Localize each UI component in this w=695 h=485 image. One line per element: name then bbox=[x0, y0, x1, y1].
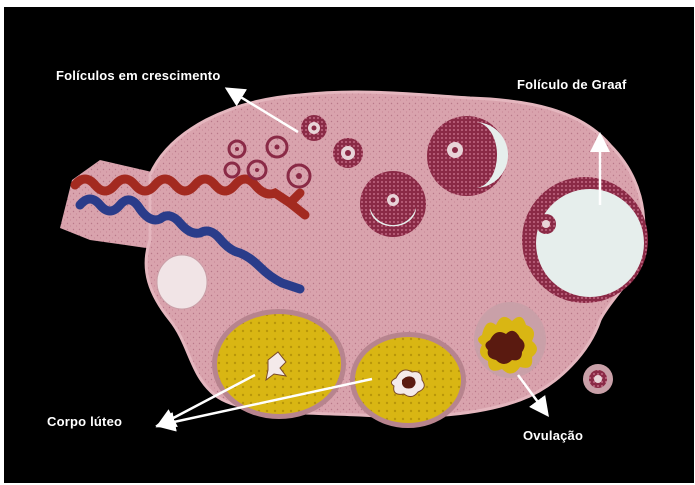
corpus-luteum-left bbox=[212, 309, 346, 419]
detached-follicle bbox=[583, 364, 613, 394]
label-growing-follicles: Folículos em crescimento bbox=[56, 68, 220, 83]
pale-region bbox=[157, 255, 207, 309]
graafian-follicle bbox=[522, 177, 648, 303]
label-graafian-follicle: Folículo de Graaf bbox=[517, 77, 627, 92]
label-corpus-luteum: Corpo lúteo bbox=[47, 414, 122, 429]
ruptured-follicle bbox=[474, 302, 546, 378]
antral-follicle-small bbox=[360, 171, 426, 237]
label-ovulation: Ovulação bbox=[523, 428, 583, 443]
